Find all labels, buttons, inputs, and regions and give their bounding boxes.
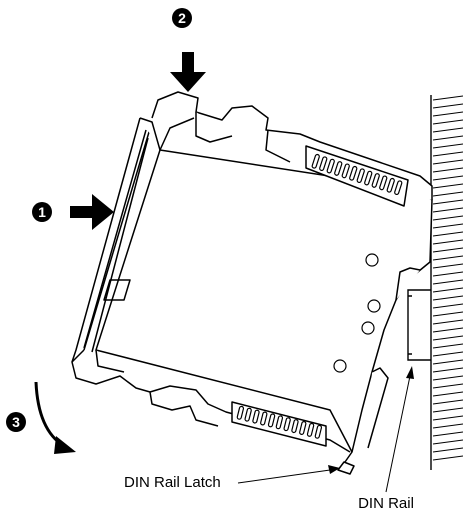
hatch-line <box>433 288 463 292</box>
hatch-line <box>433 344 463 348</box>
hatch-line <box>433 248 463 252</box>
hatch-line <box>433 368 463 372</box>
wall-surface <box>431 95 463 470</box>
hatch-line <box>433 312 463 316</box>
hatch-line <box>433 192 463 196</box>
hatch-line <box>433 440 463 444</box>
hatch-line <box>433 424 463 428</box>
io-module <box>72 92 432 474</box>
indicator-circle-2 <box>368 300 380 312</box>
hatch-line <box>433 216 463 220</box>
hatch-line <box>433 408 463 412</box>
indicator-circle-3 <box>362 322 374 334</box>
down-arrow-icon <box>170 52 206 92</box>
din-rail-latch-callout: DIN Rail Latch <box>124 465 340 491</box>
hatch-line <box>433 376 463 380</box>
step-3-number: 3 <box>12 414 20 430</box>
hatch-line <box>433 136 463 140</box>
step-2-number: 2 <box>178 10 186 26</box>
hatch-line <box>433 264 463 268</box>
step-2-callout: 2 <box>170 8 206 92</box>
hatch-line <box>433 304 463 308</box>
hatch-line <box>433 104 463 108</box>
hatch-line <box>433 208 463 212</box>
indicator-circle-4 <box>334 360 346 372</box>
indicator-circle-1 <box>366 254 378 266</box>
hatch-line <box>433 112 463 116</box>
hatch-line <box>433 184 463 188</box>
hatch-line <box>433 272 463 276</box>
hatch-line <box>433 256 463 260</box>
din-rail <box>408 290 431 360</box>
hatch-line <box>433 296 463 300</box>
hatch-line <box>433 128 463 132</box>
hatch-line <box>433 456 463 460</box>
hatch-line <box>433 176 463 180</box>
din-rail-latch-label: DIN Rail Latch <box>124 474 221 491</box>
hatch-line <box>433 448 463 452</box>
hatch-line <box>433 400 463 404</box>
hatch-line <box>433 232 463 236</box>
step-1-callout: 1 <box>32 194 114 230</box>
hatch-line <box>433 224 463 228</box>
din-rail-label: DIN Rail <box>358 495 414 512</box>
hatch-line <box>433 152 463 156</box>
right-arrow-icon <box>70 194 114 230</box>
hatch-line <box>433 96 463 100</box>
hatch-line <box>433 120 463 124</box>
hatch-line <box>433 336 463 340</box>
hatch-line <box>433 328 463 332</box>
step-3-callout: 3 <box>6 382 76 454</box>
hatch-line <box>433 168 463 172</box>
hatch-line <box>433 360 463 364</box>
hatch-line <box>433 320 463 324</box>
hatch-line <box>433 416 463 420</box>
hatch-line <box>433 160 463 164</box>
step-1-number: 1 <box>38 204 46 220</box>
hatch-line <box>433 392 463 396</box>
hatch-line <box>433 280 463 284</box>
hatch-line <box>433 200 463 204</box>
rotate-arrow-icon <box>36 382 64 446</box>
hatch-line <box>433 240 463 244</box>
hatch-line <box>433 352 463 356</box>
hatch-line <box>433 144 463 148</box>
hatch-line <box>433 384 463 388</box>
hatch-line <box>433 432 463 436</box>
